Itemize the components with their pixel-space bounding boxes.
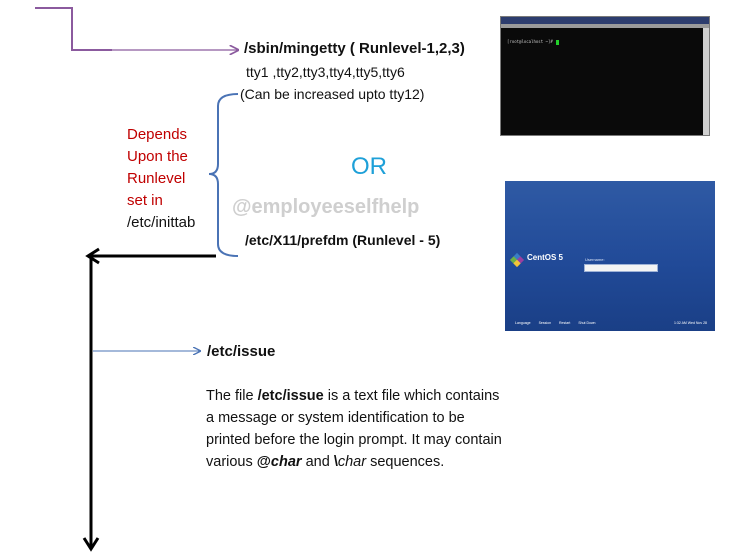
- inittab-path: /etc/inittab: [127, 214, 196, 231]
- or-label: OR: [351, 153, 387, 180]
- terminal-titlebar: [501, 17, 709, 24]
- mingetty-title: /sbin/mingetty ( Runlevel-1,2,3): [244, 40, 465, 57]
- depends-line: Runlevel: [127, 170, 186, 187]
- black-return-arrow: [85, 247, 216, 265]
- centos-logo-icon: [509, 252, 525, 268]
- terminal-scrollbar: [703, 28, 709, 135]
- issue-title: /etc/issue: [207, 343, 276, 360]
- restart-item: Restart: [559, 321, 571, 325]
- terminal-prompt: [root@localhost ~]#: [507, 39, 553, 44]
- terminal-screenshot: [root@localhost ~]#: [500, 16, 710, 136]
- issue-text: and: [301, 454, 334, 470]
- purple-connector-arrow: [35, 7, 238, 50]
- terminal-menubar: [501, 24, 709, 28]
- shutdown-item: Shut Down: [578, 321, 596, 325]
- username-field: [584, 264, 658, 272]
- issue-text: is a text file which contains a message …: [206, 388, 502, 470]
- watermark: @employeeselfhelp: [232, 196, 420, 218]
- depends-line: Upon the: [127, 148, 188, 165]
- depends-line: Depends: [127, 126, 188, 143]
- language-item: Language: [515, 321, 531, 325]
- char-word: char: [270, 454, 302, 470]
- mingetty-note: (Can be increased upto tty12): [240, 86, 425, 102]
- at-symbol: @: [256, 454, 271, 470]
- centos-logo-text: CentOS 5: [527, 253, 564, 262]
- depends-note: Depends Upon the Runlevel set in /etc/in…: [127, 124, 195, 234]
- char-word: char: [337, 454, 367, 470]
- username-label: Username:: [585, 257, 605, 262]
- terminal-cursor: [556, 40, 559, 45]
- issue-text: sequences.: [366, 454, 445, 470]
- issue-text: The file: [206, 388, 258, 404]
- mingetty-tty-list: tty1 ,tty2,tty3,tty4,tty5,tty6: [246, 64, 405, 80]
- depends-line: set in: [127, 192, 163, 209]
- backslash-symbol: \: [333, 454, 338, 470]
- issue-filename: /etc/issue: [257, 388, 324, 404]
- prefdm-title: /etc/X11/prefdm (Runlevel - 5): [245, 232, 441, 248]
- curly-bracket: [208, 93, 239, 257]
- issue-description: The file /etc/issue is a text file which…: [206, 385, 506, 473]
- centos-login-screenshot: CentOS 5 Username: Language Session Rest…: [505, 181, 715, 331]
- vertical-flow-arrow: [82, 256, 100, 552]
- clock-text: 1:32 AM Wed Nov 28: [673, 321, 707, 325]
- session-item: Session: [538, 321, 552, 325]
- centos-bottom-bar: Language Session Restart Shut Down 1:32 …: [515, 321, 707, 325]
